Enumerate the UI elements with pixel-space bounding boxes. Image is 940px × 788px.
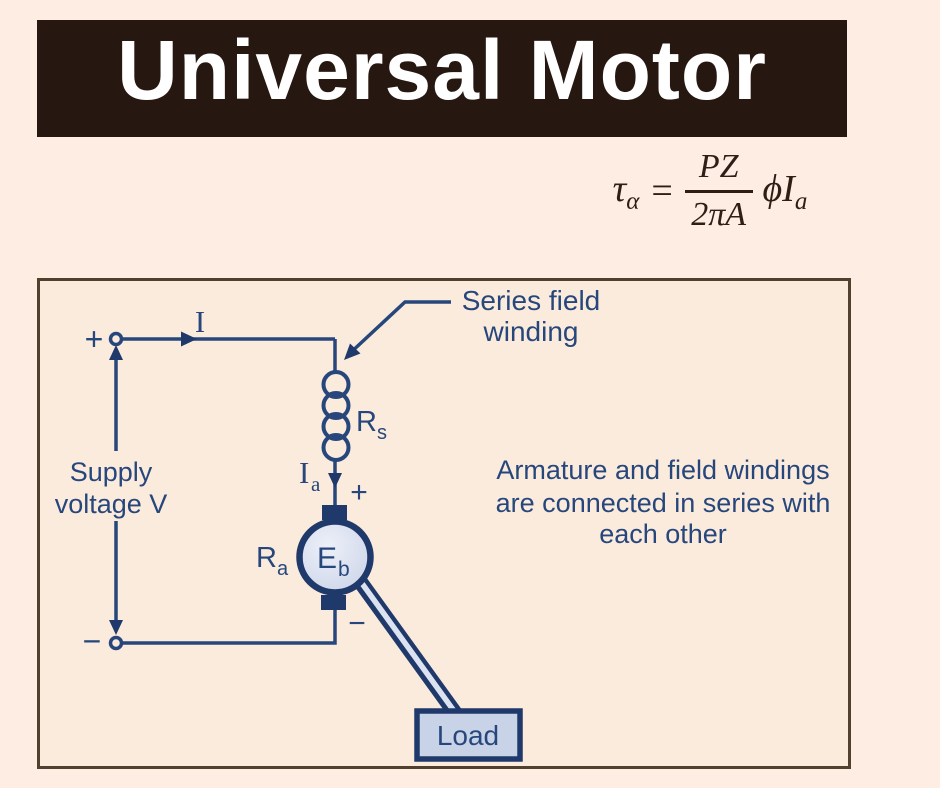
back-emf-subscript: b xyxy=(338,558,350,581)
arrowheads xyxy=(109,331,361,635)
formula-rhs: ϕIa xyxy=(762,167,808,215)
armature-minus-label: − xyxy=(348,607,366,640)
brush-bottom xyxy=(321,595,346,610)
series-field-coil xyxy=(321,370,351,462)
supply-arrowhead-up xyxy=(109,345,123,360)
circuit-diagram-card: + I Supply voltage V − R s I a + R a E b… xyxy=(37,278,851,769)
armature-plus-label: + xyxy=(350,476,368,509)
back-emf-label: E xyxy=(317,542,337,575)
supply-arrowhead-down xyxy=(109,620,123,635)
page-title: Universal Motor xyxy=(117,23,767,117)
brush-top xyxy=(322,505,347,520)
series-field-callout-1: Series field xyxy=(462,285,601,316)
series-resistance-label: R xyxy=(356,406,377,438)
supply-voltage-label-2: voltage V xyxy=(55,489,168,519)
series-note-line-1: Armature and field windings xyxy=(496,455,829,485)
load-label: Load xyxy=(437,720,499,751)
series-resistance-subscript: s xyxy=(377,422,387,444)
formula-lhs: τα xyxy=(612,167,640,215)
supply-voltage-label-1: Supply xyxy=(70,457,153,487)
terminal-positive xyxy=(108,331,124,347)
formula-fraction: PZ 2πA xyxy=(684,148,753,233)
armature-resistance-subscript: a xyxy=(277,558,289,580)
circuit-diagram: + I Supply voltage V − R s I a + R a E b… xyxy=(55,285,831,762)
title-banner: Universal Motor xyxy=(37,20,847,137)
armature-current-arrowhead xyxy=(328,473,342,488)
series-note-line-3: each other xyxy=(599,519,727,549)
formula-numerator: PZ xyxy=(684,148,753,193)
formula-denominator: 2πA xyxy=(691,195,747,233)
wire-bottom xyxy=(122,610,337,645)
armature-current-subscript: a xyxy=(311,472,321,496)
current-arrowhead xyxy=(181,331,197,347)
circuit-wires xyxy=(114,300,451,645)
callout-leader-line xyxy=(346,300,451,357)
series-note-line-2: are connected in series with xyxy=(496,488,831,518)
armature-resistance-label: R xyxy=(256,542,277,574)
armature-circle xyxy=(296,518,374,596)
plus-top-label: + xyxy=(85,321,104,357)
armature-current-label: I xyxy=(299,455,309,490)
minus-bottom-label: − xyxy=(83,623,102,659)
motor-shaft xyxy=(352,575,465,722)
callout-arrowhead xyxy=(344,343,361,360)
formula-equals: = xyxy=(651,170,673,212)
series-field-callout-2: winding xyxy=(483,316,579,347)
load-box xyxy=(414,708,523,762)
terminal-negative xyxy=(108,635,124,651)
current-label: I xyxy=(195,304,205,339)
torque-formula: τα = PZ 2πA ϕIa xyxy=(545,140,875,242)
